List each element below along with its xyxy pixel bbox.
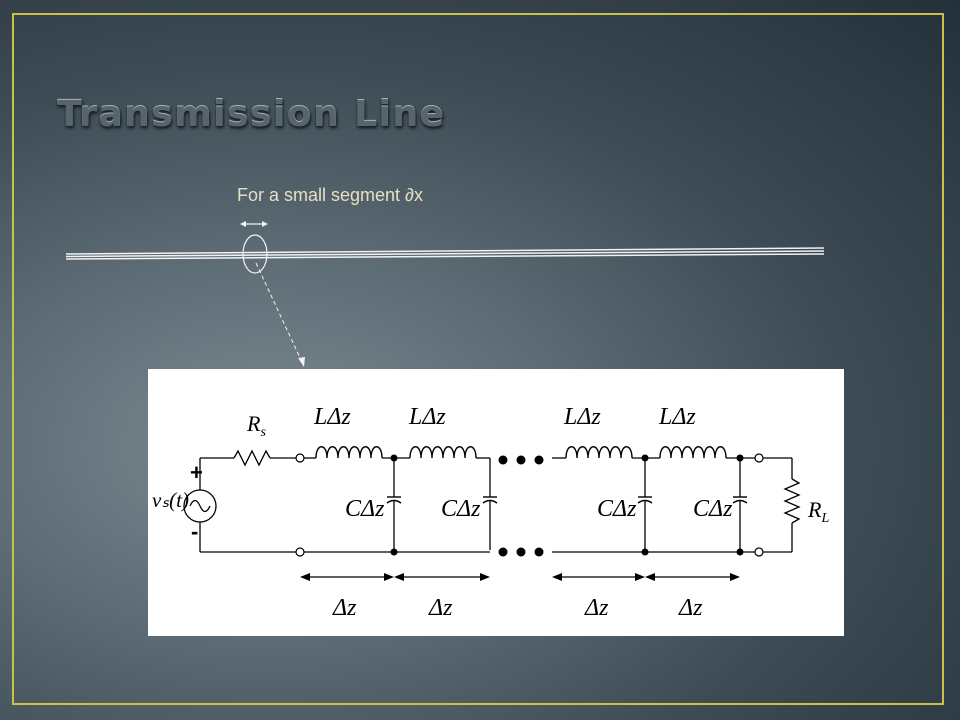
segment-label-4: Δz (678, 595, 703, 621)
capacitor-2 (482, 457, 498, 551)
inductor-label-1: LΔz (313, 404, 351, 430)
circuit-diagram-panel: Rs LΔz LΔz LΔz LΔz CΔz CΔz CΔz CΔz vₛ(t)… (148, 369, 844, 636)
inductor-label-2: LΔz (408, 404, 446, 430)
segment-arrow-3 (552, 573, 645, 581)
segment-arrow-1 (300, 573, 394, 581)
capacitor-4 (732, 457, 748, 551)
inductor-2 (409, 446, 477, 459)
capacitor-label-3: CΔz (597, 496, 637, 522)
segment-highlight-circle (242, 234, 268, 274)
segment-label-2: Δz (428, 595, 453, 621)
segment-caption: For a small segment ∂x (237, 185, 423, 205)
lumped-element-circuit: Rs LΔz LΔz LΔz LΔz CΔz CΔz CΔz CΔz vₛ(t)… (152, 404, 829, 621)
capacitor-1 (386, 457, 402, 551)
segment-arrow-4 (645, 573, 740, 581)
capacitor-3 (637, 457, 653, 551)
segment-arrow-2 (394, 573, 490, 581)
source-resistance-label: Rs (246, 411, 266, 440)
segment-width-arrow (240, 221, 268, 227)
continuation-dots-bottom (498, 547, 544, 557)
slide-title: Transmission Line (57, 94, 446, 135)
source-resistor-symbol (233, 449, 271, 467)
continuation-dots-top (498, 455, 544, 465)
segment-label-3: Δz (584, 595, 609, 621)
capacitor-label-1: CΔz (345, 496, 385, 522)
source-voltage-label: vₛ(t) (152, 488, 189, 512)
inductor-1 (315, 446, 383, 459)
load-resistor-symbol (783, 478, 801, 524)
segment-label-1: Δz (332, 595, 357, 621)
inductor-4 (659, 446, 727, 459)
transmission-line (65, 247, 825, 260)
zoom-pointer-arrow (255, 262, 305, 367)
capacitor-label-4: CΔz (693, 496, 733, 522)
inductor-label-3: LΔz (563, 404, 601, 430)
slide-frame (12, 13, 944, 705)
load-resistance-label: RL (807, 497, 829, 526)
inductor-3 (565, 446, 633, 459)
source-plus-sign: + (190, 460, 203, 485)
capacitor-label-2: CΔz (441, 496, 481, 522)
source-minus-sign: - (191, 519, 198, 544)
inductor-label-4: LΔz (658, 404, 696, 430)
